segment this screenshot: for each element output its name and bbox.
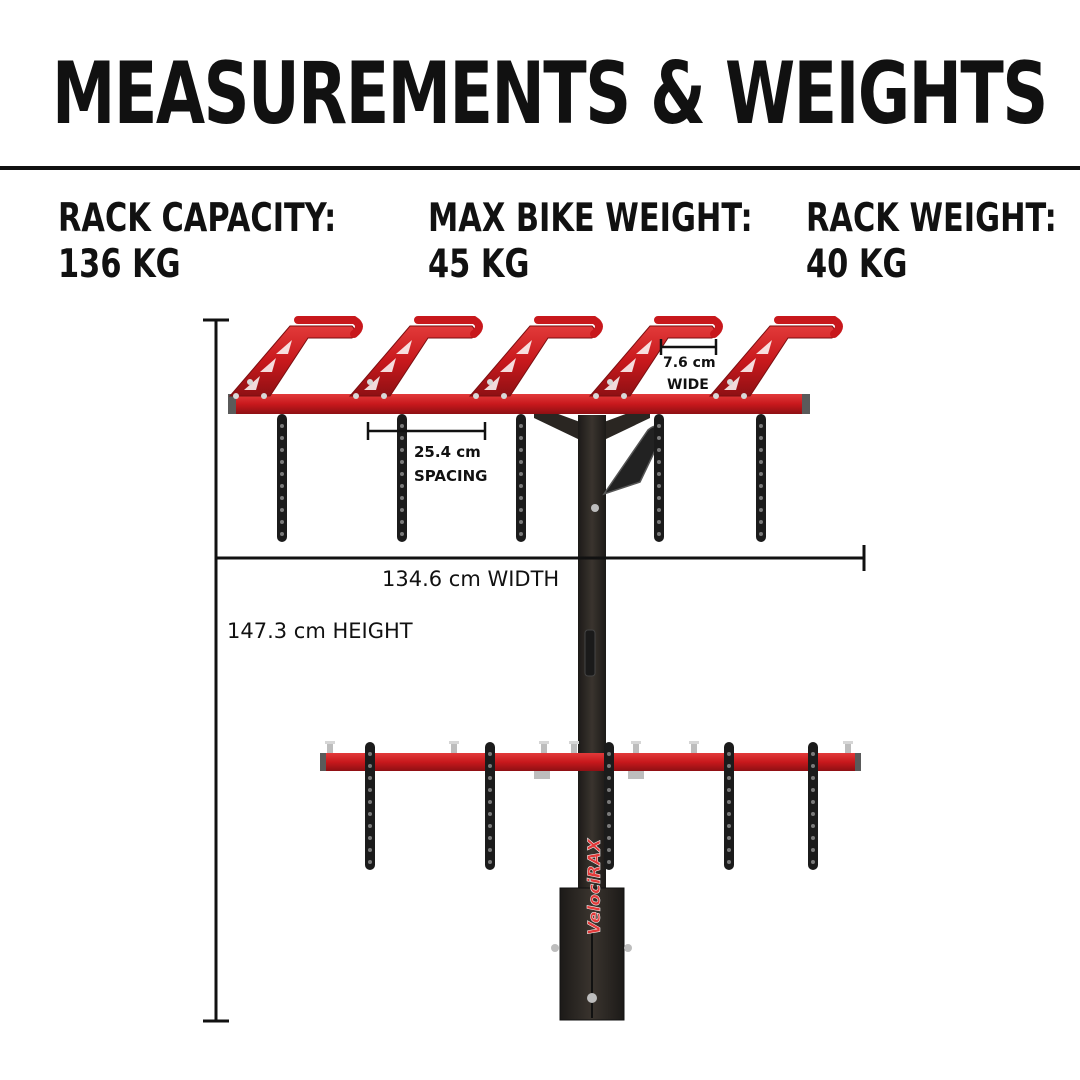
- spec-rack-capacity: RACK CAPACITY: 136 KG: [58, 196, 336, 288]
- height-dimension-line: [203, 318, 229, 1023]
- cradle-width-value: 7.6 cm: [663, 355, 716, 371]
- spec-max-bike-weight: MAX BIKE WEIGHT: 45 KG: [428, 196, 753, 288]
- page-title: MEASUREMENTS & WEIGHTS: [52, 44, 1048, 144]
- spec-label: MAX BIKE WEIGHT:: [428, 196, 753, 241]
- bike-cradles: [230, 320, 839, 399]
- spacing-value: 25.4 cm: [414, 443, 481, 461]
- spacing-dimension-line: [366, 422, 487, 440]
- width-label: 134.6 cm WIDTH: [382, 567, 559, 591]
- cradle-width-dimension-line: [659, 339, 718, 355]
- spec-value: 40 KG: [806, 242, 908, 287]
- cradle-width-suffix: WIDE: [667, 377, 709, 393]
- spec-value: 45 KG: [428, 242, 530, 287]
- top-beam: [228, 394, 810, 414]
- brand-logo: VelociRAX: [585, 838, 605, 935]
- tilt-lever: [602, 425, 663, 496]
- title-divider: [0, 166, 1080, 170]
- spec-rack-weight: RACK WEIGHT: 40 KG: [806, 196, 1057, 288]
- spec-label: RACK WEIGHT:: [806, 196, 1057, 241]
- top-straps: [277, 414, 766, 542]
- spec-label: RACK CAPACITY:: [58, 196, 337, 241]
- spacing-suffix: SPACING: [414, 467, 487, 485]
- height-label: 147.3 cm HEIGHT: [227, 619, 413, 643]
- width-dimension-line: [216, 545, 866, 571]
- spec-value: 136 KG: [58, 242, 181, 287]
